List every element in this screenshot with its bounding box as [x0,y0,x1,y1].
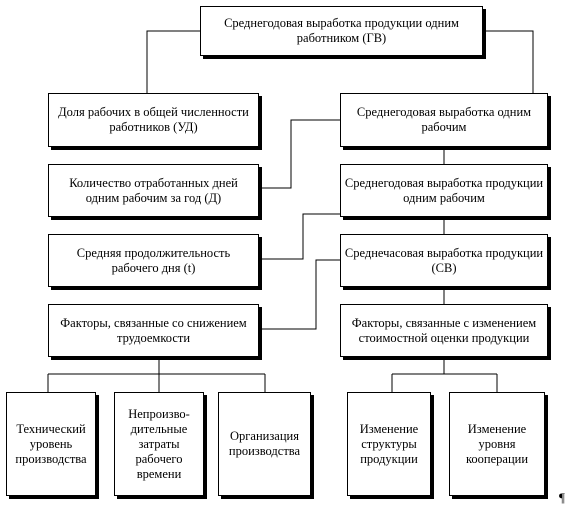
box-days-worked: Количество отработанных дней одним рабоч… [48,164,259,217]
box-output-per-employee: Среднегодовая выработка продукции одним … [200,6,483,56]
connector-top-ud [146,30,200,93]
box-annual-output: Среднегодовая выработка продукции одним … [340,164,548,217]
pilcrow-mark: ¶ [559,490,565,505]
box-product-structure: Изменение структуры продукции [347,392,431,496]
connector-worker-days [259,119,340,189]
box-hourly-output: Среднечасовая выработка продукции (СВ) [340,234,548,287]
box-worker-share: Доля рабочих в общей численности работни… [48,93,259,147]
box-labor-factors: Факторы, связанные со снижением трудоемк… [48,304,259,357]
box-organization: Организация производства [218,392,311,496]
connector-top-worker [483,30,534,93]
box-cost-factors: Факторы, связанные с изменением стоимост… [340,304,548,357]
box-unproductive-time: Непроизво-дительные затраты рабочего вре… [114,392,204,496]
box-tech-level: Технический уровень производства [6,392,96,496]
connector-cv-labor [259,259,340,330]
connector-dv-hours [259,213,340,260]
box-workday-length: Средняя продолжительность рабочего дня (… [48,234,259,287]
box-cooperation: Изменение уровня кооперации [449,392,545,496]
box-output-per-worker: Среднегодовая выработка одним рабочим [340,93,548,147]
